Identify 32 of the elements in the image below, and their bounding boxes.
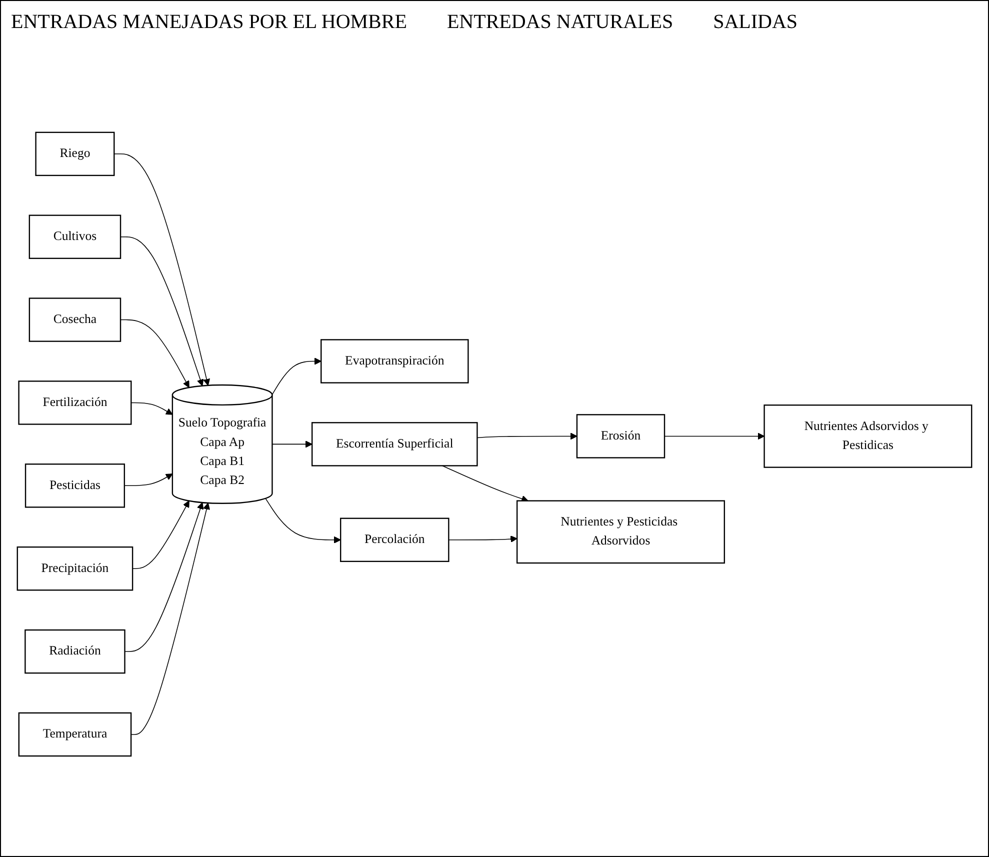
heading-text: ENTRADAS MANEJADAS POR EL HOMBRE: [11, 11, 407, 34]
arrow: [664, 432, 765, 440]
node-box: Evapotranspiración: [320, 338, 469, 384]
arrow: [120, 236, 204, 386]
arrow: [442, 465, 528, 502]
node-box: Nutrientes Adsorvidos y Pestidicas: [764, 404, 972, 468]
node-box: Precipitación: [16, 546, 134, 591]
arrow: [124, 502, 204, 652]
node-box: Escorrentía Superficial: [311, 422, 478, 466]
arrow: [120, 319, 190, 388]
heading-text: ENTREDAS NATURALES: [446, 11, 674, 34]
node-box: Cultivos: [28, 214, 122, 259]
arrow: [265, 498, 341, 544]
arrow: [130, 502, 210, 735]
arrow: [272, 440, 312, 448]
arrow: [132, 500, 190, 569]
node-box: Nutrientes y Pesticidas Adsorvidos: [516, 500, 725, 564]
node-box: Pesticidas: [24, 463, 125, 508]
node-box: Riego: [35, 132, 115, 176]
node-box: Percolación: [340, 518, 450, 562]
node-box: Fertilización: [18, 380, 132, 425]
node-box: Erosión: [576, 414, 666, 458]
arrow: [476, 432, 578, 440]
arrow: [130, 402, 173, 415]
node-box: Cosecha: [28, 297, 122, 342]
arrow: [448, 535, 518, 542]
arrow: [124, 473, 173, 486]
heading-text: SALIDAS: [713, 11, 798, 34]
arrow: [114, 153, 210, 386]
node-box: Temperatura: [18, 712, 132, 756]
arrow: [272, 358, 322, 395]
node-box: Radiación: [24, 629, 126, 674]
